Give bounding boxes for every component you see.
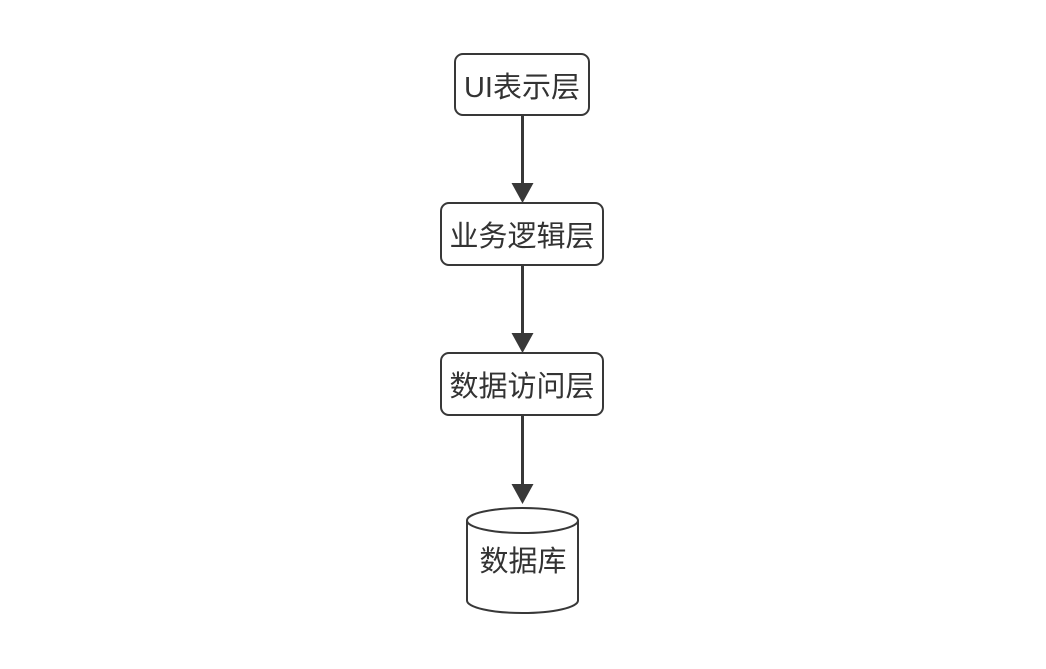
arrow-ui-to-business [511, 116, 534, 203]
node-label: 数据访问层 [449, 371, 595, 403]
arrowhead-icon [511, 183, 534, 203]
node-ui-presentation-layer: UI表示层 [454, 53, 590, 116]
node-database: 数据库 [467, 537, 579, 581]
arrowhead-icon [511, 333, 534, 353]
node-label: UI表示层 [463, 71, 580, 104]
node-label: 数据库 [479, 546, 567, 578]
arrow-business-to-data-access [511, 266, 534, 353]
node-data-access-layer: 数据访问层 [440, 352, 604, 416]
node-label: 业务逻辑层 [449, 221, 595, 253]
arrowhead-icon [511, 484, 534, 504]
database-cylinder-shape [466, 507, 579, 614]
node-business-logic-layer: 业务逻辑层 [440, 202, 604, 266]
arrow-data-access-to-database [511, 416, 534, 504]
